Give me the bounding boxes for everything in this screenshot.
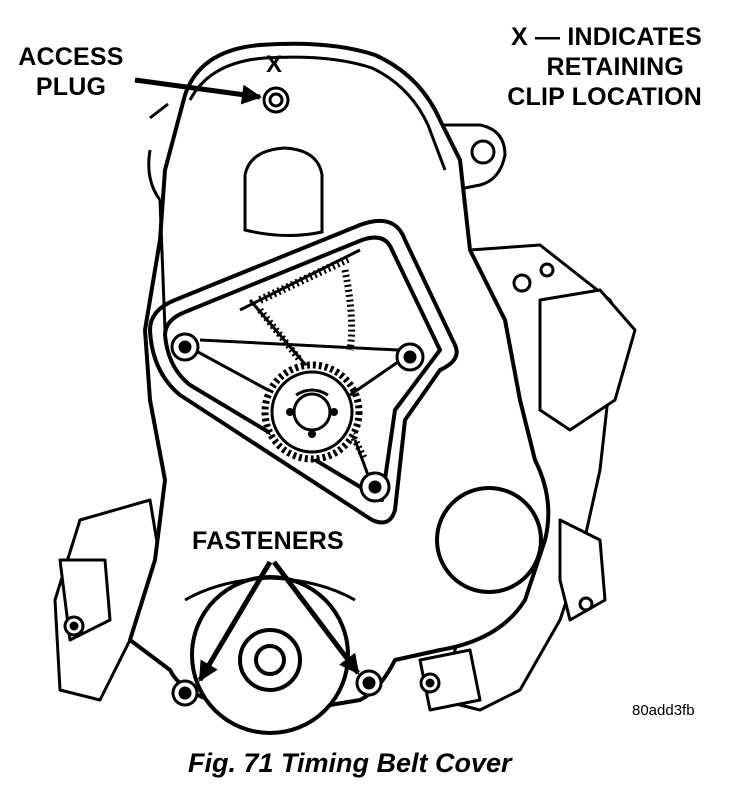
access-plug-line-2: PLUG bbox=[35, 73, 107, 101]
legend-line-3: CLIP LOCATION bbox=[507, 83, 702, 111]
cover-triangle-rib bbox=[148, 219, 459, 525]
arrow-icon bbox=[134, 77, 360, 682]
timing-belt bbox=[239, 248, 369, 462]
idler-boss bbox=[435, 486, 543, 594]
cover-bolts bbox=[170, 332, 425, 503]
cover-web bbox=[197, 338, 399, 476]
cover-window bbox=[243, 146, 324, 238]
legend-line-1: X — INDICATES bbox=[510, 23, 702, 51]
access-plug bbox=[262, 86, 290, 114]
access-plug-label: ACCESS PLUG bbox=[12, 42, 130, 102]
fasteners-label: FASTENERS bbox=[192, 527, 344, 555]
retaining-clip-x-mark: X bbox=[266, 51, 283, 78]
legend-label: X — INDICATES RETAINING CLIP LOCATION bbox=[470, 22, 702, 112]
crankshaft-area bbox=[190, 575, 350, 735]
access-plug-line-1: ACCESS bbox=[18, 43, 124, 71]
bottom-fasteners bbox=[171, 669, 383, 707]
engine-bolts bbox=[63, 262, 594, 694]
figure-caption: Fig. 71 Timing Belt Cover bbox=[188, 748, 512, 778]
cover-rim bbox=[147, 55, 447, 331]
figure-code: 80add3fb bbox=[632, 702, 695, 719]
legend-line-2: RETAINING bbox=[546, 53, 684, 81]
crankshaft-plate bbox=[184, 576, 356, 602]
camshaft-sprocket bbox=[261, 361, 363, 463]
